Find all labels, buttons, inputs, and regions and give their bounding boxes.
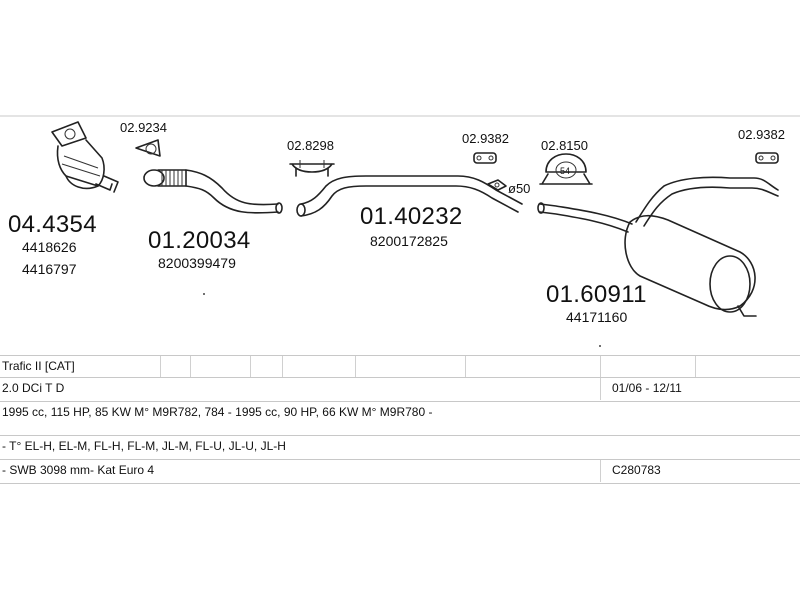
catalytic-converter-drawing xyxy=(51,121,119,193)
hanger-drawing xyxy=(539,153,593,185)
accessory-code-hanger: 02.8150 xyxy=(541,138,588,153)
table-row-engine: 2.0 DCi T D 01/06 - 12/11 xyxy=(0,377,800,400)
part-ref-1b: 4416797 xyxy=(22,261,77,277)
date-range-cell: 01/06 - 12/11 xyxy=(612,381,682,395)
table-row-types: - T° EL-H, EL-M, FL-H, FL-M, JL-M, FL-U,… xyxy=(0,435,800,457)
accessory-code-rubber-mount-rear: 02.9382 xyxy=(738,127,785,142)
rear-silencer-drawing xyxy=(537,176,779,317)
part-ref-4a: 44171160 xyxy=(566,309,627,325)
rubber-mount-drawing xyxy=(473,152,497,164)
catalog-code-cell: C280783 xyxy=(612,463,661,477)
part-ref-2a: 8200399479 xyxy=(158,255,236,271)
pipe-clip-drawing xyxy=(487,179,507,191)
accessory-code-gasket: 02.9234 xyxy=(120,120,167,135)
types-cell: - T° EL-H, EL-M, FL-H, FL-M, JL-M, FL-U,… xyxy=(2,439,286,453)
part-ref-1a: 4418626 xyxy=(22,239,77,255)
gasket-drawing xyxy=(135,139,161,157)
clamp-drawing xyxy=(289,160,335,177)
model-cell: Trafic II [CAT] xyxy=(2,359,75,373)
wheelbase-cell: - SWB 3098 mm- Kat Euro 4 xyxy=(2,463,155,477)
rubber-mount-rear-drawing xyxy=(755,152,779,164)
part-number-1: 04.4354 xyxy=(8,211,97,238)
part-number-3: 01.40232 xyxy=(360,203,463,230)
specs-cell: 1995 cc, 115 HP, 85 KW M° M9R782, 784 - … xyxy=(2,405,433,419)
accessory-code-rubber-mount: 02.9382 xyxy=(462,131,509,146)
middle-pipe-drawing xyxy=(296,175,523,217)
part-number-4: 01.60911 xyxy=(546,281,647,308)
part-number-2: 01.20034 xyxy=(148,227,251,254)
part-ref-3a: 8200172825 xyxy=(370,233,448,249)
vehicle-info-table: Trafic II [CAT] 2.0 DCi T D 01/06 - 12/1… xyxy=(0,355,800,490)
hanger-size-label: 54 xyxy=(560,166,570,176)
pipe-diameter-label: ø50 xyxy=(508,181,530,196)
table-row-wheelbase: - SWB 3098 mm- Kat Euro 4 C280783 xyxy=(0,459,800,482)
table-row-model: Trafic II [CAT] xyxy=(0,355,800,378)
accessory-code-clamp: 02.8298 xyxy=(287,138,334,153)
front-pipe-drawing xyxy=(143,169,283,214)
engine-cell: 2.0 DCi T D xyxy=(2,381,65,395)
table-row-specs: 1995 cc, 115 HP, 85 KW M° M9R782, 784 - … xyxy=(0,401,800,423)
